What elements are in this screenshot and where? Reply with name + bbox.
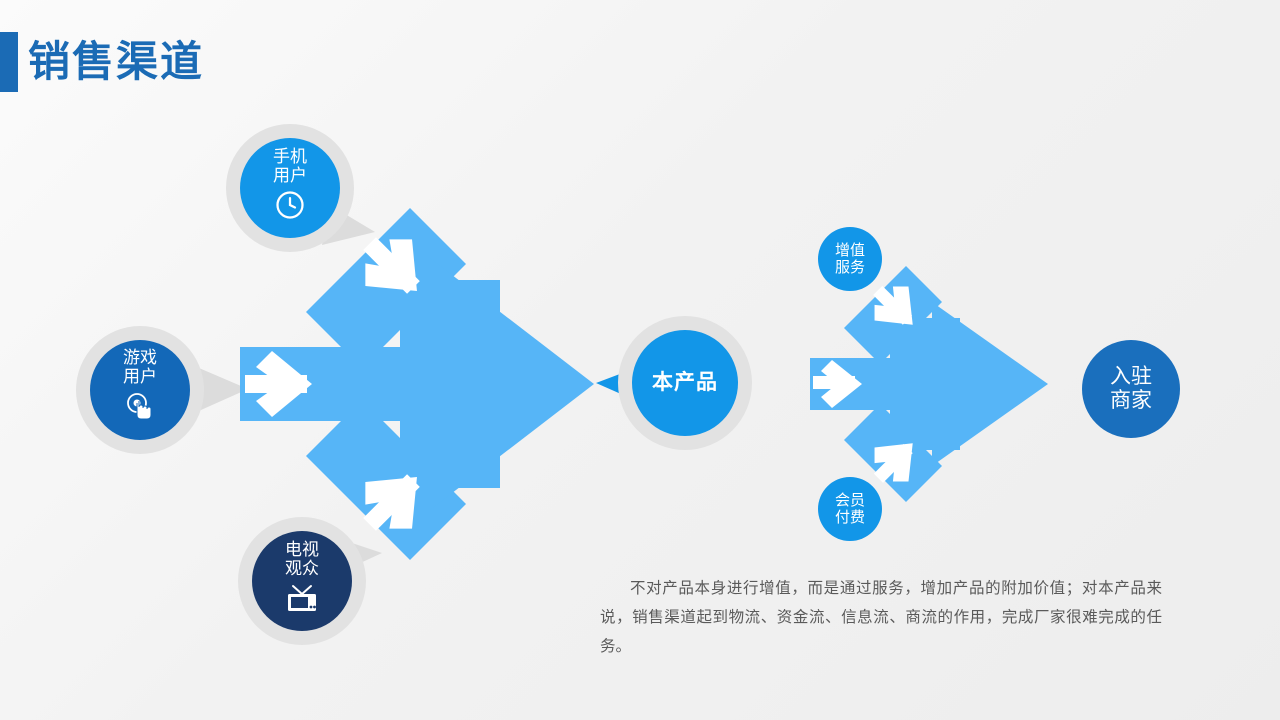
- node-product-label: 本产品: [652, 370, 718, 395]
- node-mobile-label: 手机 用户: [273, 146, 307, 186]
- inner-chevron-horizontal: [245, 351, 312, 417]
- node-value-added-service[interactable]: 增值 服务: [818, 227, 882, 291]
- node-merchant[interactable]: 入驻 商家: [1082, 340, 1180, 438]
- touch-hand-icon: [123, 391, 157, 428]
- node-vas-label: 增值 服务: [834, 241, 865, 276]
- inner-chevron-right-lower: [873, 443, 913, 483]
- node-product[interactable]: 本产品: [632, 330, 738, 436]
- inner-chevron-right-horizontal: [813, 360, 862, 408]
- television-icon: [285, 583, 319, 618]
- node-tv-label: 电视 观众: [285, 539, 319, 579]
- inner-chevron-upper: [363, 237, 420, 294]
- inner-chevron-right-upper: [873, 285, 913, 325]
- node-merchant-label: 入驻 商家: [1110, 364, 1152, 412]
- body-paragraph: 不对产品本身进行增值，而是通过服务，增加产品的附加价值；对本产品来说，销售渠道起…: [600, 578, 1162, 655]
- node-tv-viewers[interactable]: 电视 观众: [252, 531, 352, 631]
- clock-icon: [275, 190, 305, 225]
- inner-chevron-lower: [363, 474, 420, 531]
- node-member-label: 会员 付费: [834, 491, 865, 526]
- right-merge-arrow: [810, 266, 1048, 502]
- page-title: 销售渠道: [28, 37, 205, 86]
- title-accent-bar: [0, 32, 18, 92]
- node-mobile-users[interactable]: 手机 用户: [240, 138, 340, 238]
- node-game-label: 游戏 用户: [123, 347, 157, 387]
- node-game-users[interactable]: 游戏 用户: [90, 340, 190, 440]
- node-member-payment[interactable]: 会员 付费: [818, 477, 882, 541]
- left-merge-arrow: [240, 208, 594, 560]
